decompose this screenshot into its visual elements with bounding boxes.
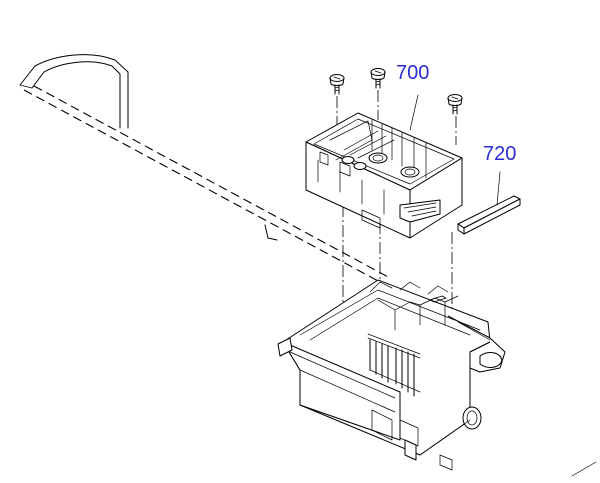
ribbon-cable — [19, 54, 391, 283]
part-720-flat-bar — [457, 171, 521, 235]
carriage-frame — [277, 279, 506, 471]
part-700-head-cover — [305, 94, 463, 239]
callout-700: 700 — [396, 62, 429, 84]
screw-left — [329, 74, 345, 95]
callout-720: 720 — [483, 143, 516, 165]
screw-middle — [370, 68, 386, 89]
screw-right — [447, 94, 463, 115]
edge-mark — [571, 461, 597, 477]
